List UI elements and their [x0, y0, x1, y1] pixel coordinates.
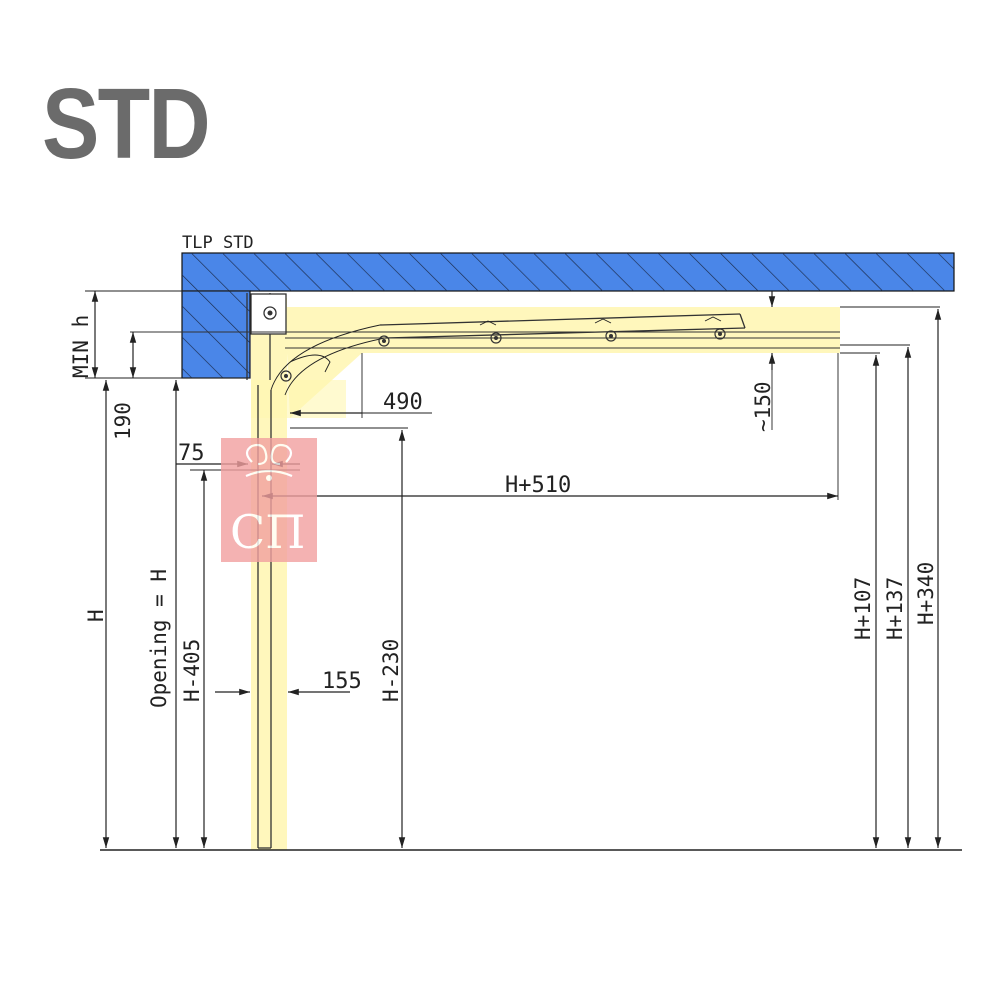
label-155: 155: [322, 669, 362, 694]
track-rollers: [378, 316, 726, 347]
label-h-510: H+510: [505, 473, 571, 498]
horizontal-track: [130, 313, 840, 349]
label-h-340: H+340: [914, 562, 938, 625]
reference-lines: [85, 290, 940, 429]
beam-label: TLP STD: [182, 233, 254, 253]
label-opening: Opening = H: [147, 569, 171, 708]
label-h-137: H+137: [883, 577, 907, 640]
label-75: 75: [178, 441, 205, 466]
ceiling-beam: [181, 252, 955, 379]
label-h-230: H-230: [379, 639, 403, 702]
dim-h-510: [262, 353, 839, 500]
dim-490: [290, 353, 432, 418]
logo-text: СП: [230, 505, 305, 559]
curved-track: [270, 324, 386, 396]
track-highlight: [251, 298, 840, 850]
label-150: ~150: [751, 381, 775, 432]
label-490: 490: [383, 390, 423, 415]
label-h: H: [84, 609, 108, 622]
label-min-h: MIN h: [69, 315, 93, 378]
label-190: 190: [111, 402, 135, 440]
label-h-405: H-405: [180, 639, 204, 702]
monogram-logo: СП: [221, 438, 317, 562]
page-title: STD: [42, 68, 211, 180]
spring-bracket: [250, 293, 287, 335]
label-h-107: H+107: [851, 577, 875, 640]
